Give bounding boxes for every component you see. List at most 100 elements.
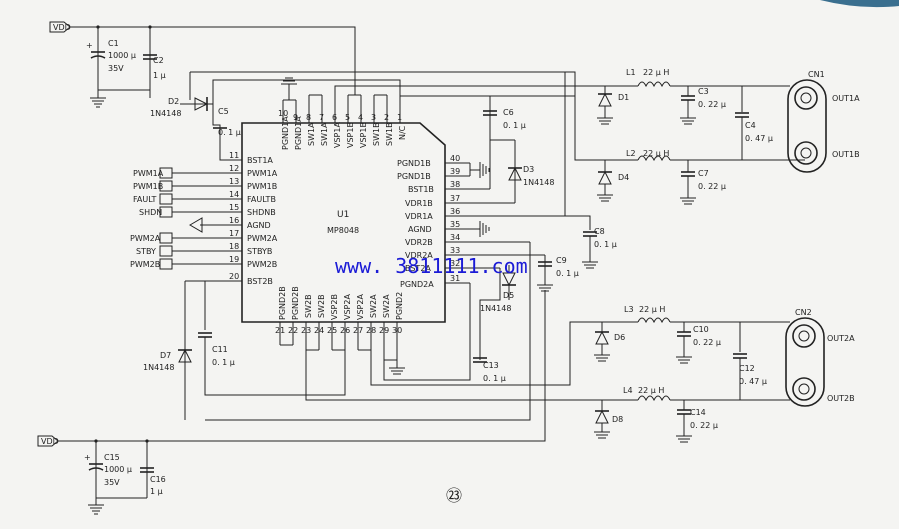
diode-d7: D7 1N4148 [143,348,192,372]
svg-text:34: 34 [450,233,460,242]
svg-text:D2: D2 [168,97,179,106]
ground-symbol [479,221,490,237]
capacitor-c2: C2 1 μ [143,54,166,80]
diode-d2: D2 1N4148 [150,97,209,118]
svg-text:1: 1 [397,113,402,122]
svg-text:5: 5 [345,113,350,122]
svg-text:7: 7 [319,113,324,122]
svg-text:STBY: STBY [136,247,156,256]
watermark-url: www. 3811111.com [335,254,528,278]
svg-text:D3: D3 [523,165,534,174]
svg-text:STBYB: STBYB [247,247,272,256]
svg-text:31: 31 [450,274,460,283]
svg-text:N/C: N/C [398,125,407,140]
svg-text:OUT1B: OUT1B [832,150,860,159]
corner-decoration [820,0,899,8]
svg-text:33: 33 [450,246,460,255]
svg-text:0. 1 μ: 0. 1 μ [503,121,526,130]
svg-text:CN2: CN2 [795,308,812,317]
svg-text:AGND: AGND [247,221,271,230]
ground-symbol [594,354,610,362]
ground-symbol [594,431,610,439]
svg-text:VDD: VDD [53,23,71,32]
svg-text:35V: 35V [104,478,120,487]
svg-text:C11: C11 [212,345,228,354]
svg-text:PWM1A: PWM1A [133,169,164,178]
svg-text:PWM2A: PWM2A [247,234,278,243]
svg-text:15: 15 [229,203,239,212]
svg-text:0. 1 μ: 0. 1 μ [483,374,506,383]
svg-text:25: 25 [327,326,337,335]
ground-symbol [582,236,598,269]
inductor-l1: L1 22 μ H [626,68,671,88]
capacitor-c12: C12 0. 47 μ [733,353,767,386]
svg-text:SW2B: SW2B [317,294,326,318]
svg-text:PWM1B: PWM1B [133,182,163,191]
svg-text:17: 17 [229,229,239,238]
svg-text:1 μ: 1 μ [153,71,166,80]
svg-text:27: 27 [353,326,363,335]
svg-text:D7: D7 [160,351,171,360]
svg-text:L2: L2 [626,149,636,158]
svg-text:U1: U1 [337,210,349,220]
svg-text:0. 22 μ: 0. 22 μ [698,182,726,191]
svg-text:0. 1 μ: 0. 1 μ [556,269,579,278]
svg-text:8: 8 [306,113,311,122]
svg-text:26: 26 [340,326,350,335]
svg-text:C4: C4 [745,121,756,130]
ground-symbol [597,117,613,125]
svg-text:0. 22 μ: 0. 22 μ [693,338,721,347]
svg-text:10: 10 [278,109,288,118]
svg-text:C9: C9 [556,256,567,265]
svg-text:PGND2A: PGND2A [400,280,434,289]
svg-text:21: 21 [275,326,285,335]
svg-text:VSP1B: VSP1B [359,122,368,148]
svg-text:9: 9 [293,113,298,122]
ic-u1: U1 MP8048 [241,122,446,323]
svg-text:32: 32 [450,259,460,268]
svg-text:SW1A: SW1A [320,122,329,146]
svg-text:22 μ H: 22 μ H [643,68,669,77]
svg-text:C1: C1 [108,39,119,48]
ground-symbol [88,504,104,515]
svg-text:SHDN: SHDN [139,208,162,217]
svg-text:SW1A: SW1A [307,122,316,146]
svg-text:+: + [86,41,93,50]
svg-text:D4: D4 [618,173,629,182]
svg-text:PWM2B: PWM2B [130,260,160,269]
svg-text:35: 35 [450,220,460,229]
svg-text:VDR2B: VDR2B [405,238,433,247]
svg-text:18: 18 [229,242,239,251]
svg-text:40: 40 [450,154,460,163]
svg-text:22: 22 [288,326,298,335]
svg-text:12: 12 [229,164,239,173]
svg-text:SW1B: SW1B [372,122,381,146]
connector-cn2: CN2 OUT2A OUT2B [785,308,855,407]
svg-text:D6: D6 [614,333,625,342]
svg-text:SW2A: SW2A [369,294,378,318]
ground-symbol [597,194,613,202]
svg-text:L1: L1 [626,68,636,77]
capacitor-c16: C16 1 μ [140,467,166,496]
capacitor-c9: C9 0. 1 μ [538,256,579,278]
svg-text:23: 23 [301,326,311,335]
svg-text:MP8048: MP8048 [327,226,359,235]
svg-text:PGND1A: PGND1A [294,116,303,150]
svg-text:C13: C13 [483,361,499,370]
svg-text:0. 1 μ: 0. 1 μ [594,240,617,249]
diode-d8: D8 [595,409,623,424]
svg-text:16: 16 [229,216,239,225]
capacitor-c13: C13 0. 1 μ [473,357,506,383]
capacitor-c4: C4 0. 47 μ [735,112,773,143]
svg-text:38: 38 [450,180,460,189]
svg-text:D8: D8 [612,415,623,424]
inductor-l4: L4 22 μ H [623,386,671,402]
svg-text:C14: C14 [690,408,706,417]
svg-text:L3: L3 [624,305,634,314]
svg-text:20: 20 [229,272,239,281]
svg-text:VSP2A: VSP2A [343,294,352,320]
